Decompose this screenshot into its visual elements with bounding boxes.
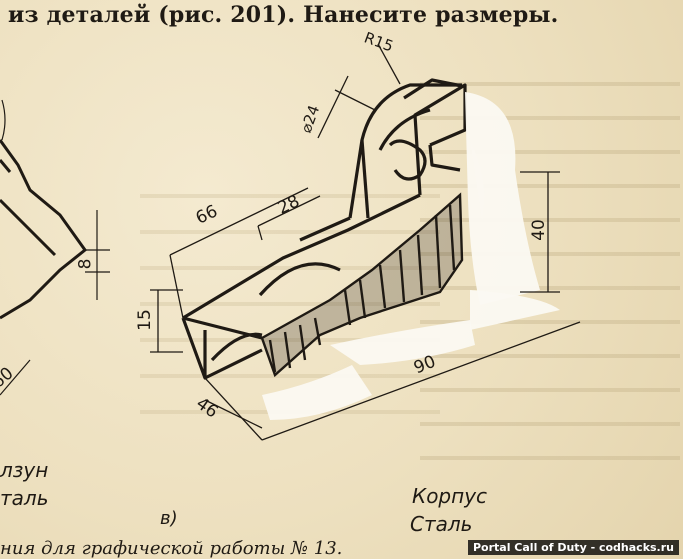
left-part-material: таль <box>0 486 49 510</box>
left-part-dims <box>0 99 110 396</box>
right-part-material: Сталь <box>410 512 473 536</box>
left-part-name: лзун <box>0 458 49 482</box>
site-watermark: Portal Call of Duty - codhacks.ru <box>467 540 679 555</box>
footer-caption: ния для графической работы № 13. <box>0 538 343 559</box>
right-part-name: Корпус <box>412 484 488 508</box>
body-outline <box>181 78 467 380</box>
view-label: в) <box>160 508 178 529</box>
bleed-through-text-left <box>140 170 440 420</box>
section-hatching <box>260 192 464 378</box>
dim-15: 15 <box>134 309 155 331</box>
dimension-lines <box>150 43 581 441</box>
left-part-outline <box>0 139 88 320</box>
eraser-marks <box>262 92 560 420</box>
dim-40: 40 <box>528 219 549 241</box>
dim-8: 8 <box>75 258 96 270</box>
page-heading: из деталей (рис. 201). Нанесите размеры. <box>8 2 559 28</box>
